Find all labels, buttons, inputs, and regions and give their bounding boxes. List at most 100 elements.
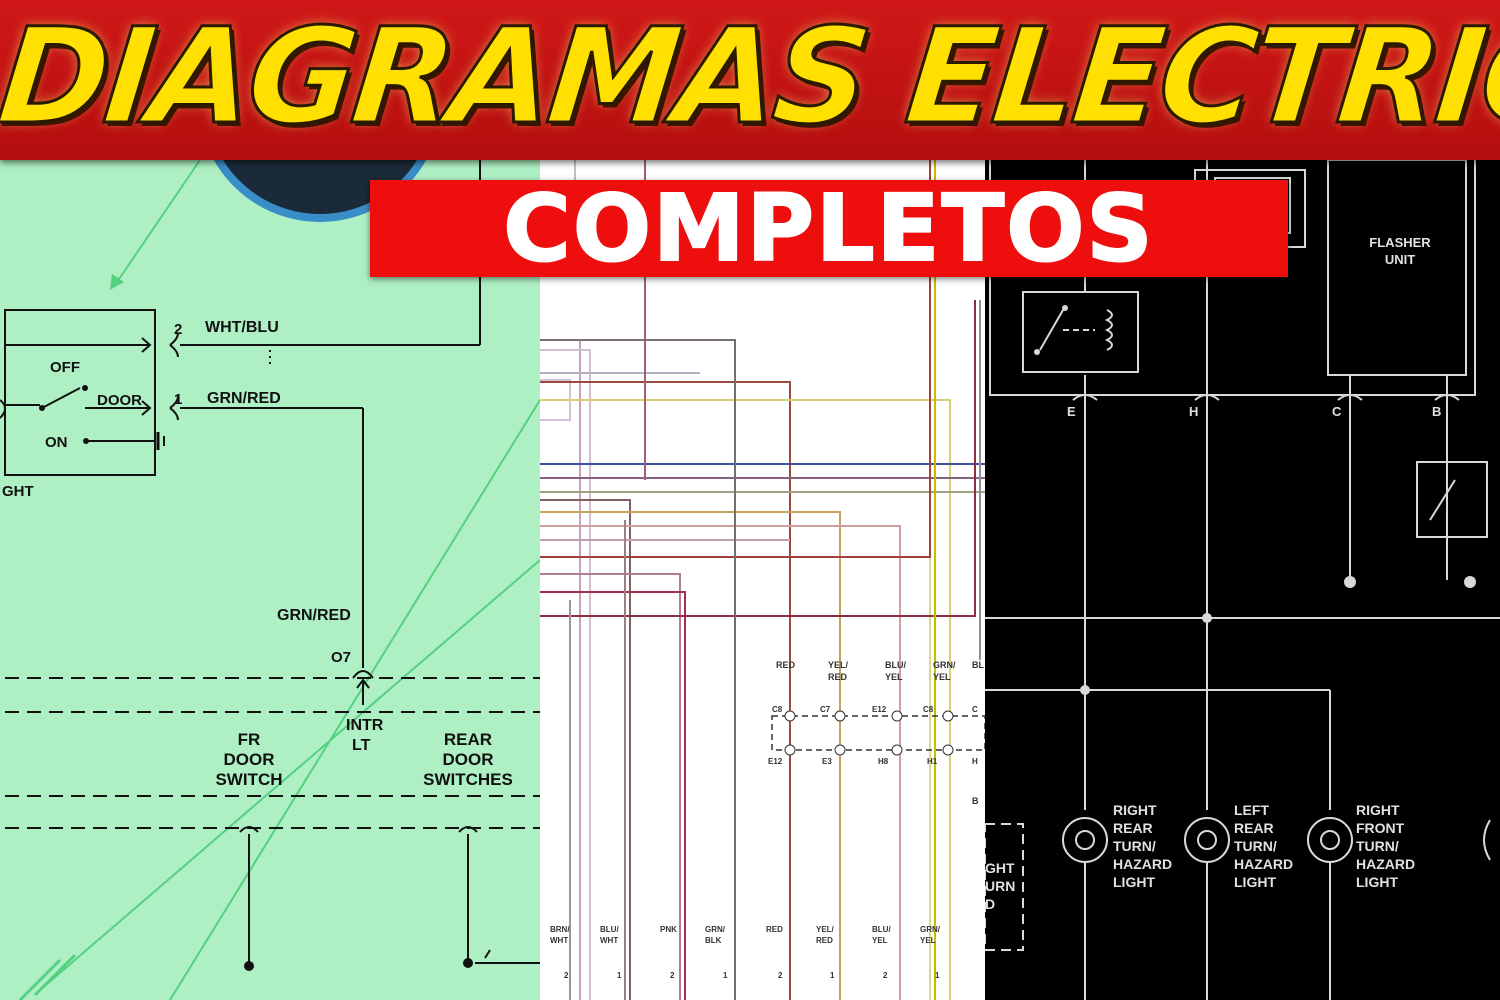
- lamp-icon: [1307, 817, 1353, 863]
- connector-id: C: [1332, 404, 1342, 419]
- wire-label: YEL/: [816, 925, 835, 934]
- connector-id: H: [1189, 404, 1198, 419]
- relay-box: [1022, 291, 1139, 373]
- wire-color-label: WHT/BLU: [205, 319, 279, 336]
- wire-color-label: GRN/RED: [207, 390, 281, 407]
- wire-label: YEL: [920, 936, 936, 945]
- switch-position-label: DOOR: [97, 392, 142, 409]
- wire-bundle: [540, 160, 985, 1000]
- lamp-label: RIGHT: [1113, 802, 1157, 818]
- connector-id: O7: [331, 649, 351, 666]
- lamp-label: LIGHT: [1113, 874, 1155, 890]
- lamp-label: HAZARD: [1356, 856, 1415, 872]
- lamp-label: FRONT: [1356, 820, 1405, 836]
- flasher-unit-box: [1327, 159, 1467, 376]
- switch-position-label: OFF: [50, 359, 80, 376]
- arrow-head: [110, 274, 124, 290]
- pin-id: C: [972, 705, 978, 714]
- component-label: LT: [352, 737, 371, 754]
- pin-number: 1: [935, 971, 940, 980]
- pin-number: 1: [617, 971, 622, 980]
- switch-box: [4, 309, 156, 476]
- lamp-label: LEFT: [1234, 802, 1269, 818]
- lamp-label: LIGHT: [1234, 874, 1276, 890]
- wire-label: YEL: [872, 936, 888, 945]
- wire-label: BRN/: [550, 925, 570, 934]
- pin-id: H: [972, 757, 978, 766]
- connector-id: E: [1067, 404, 1076, 419]
- colored-wiring-panel: RED YEL/ RED BLU/ YEL GRN/ YEL BL C8 C7 …: [540, 0, 985, 1000]
- wire-label: BL: [972, 660, 984, 670]
- wire-color-label: GRN/RED: [277, 607, 351, 624]
- pointer-line: [114, 159, 201, 286]
- lamp-label: RIGHT: [1356, 802, 1400, 818]
- connector-icon: [169, 395, 179, 421]
- wire-label: YEL: [933, 672, 951, 682]
- banner-subtitle: COMPLETOS: [502, 175, 1155, 282]
- connector-pins: [784, 710, 954, 756]
- wire-label: GRN/: [933, 660, 956, 670]
- lamp-label: TURN/: [1356, 838, 1399, 854]
- wire-label: GRN/: [705, 925, 726, 934]
- component-label: SWITCHES: [423, 770, 513, 789]
- connector-pins: [1034, 305, 1476, 695]
- wire-label: PNK: [660, 925, 677, 934]
- pin-number: 2: [564, 971, 569, 980]
- side-marker: B: [972, 796, 979, 806]
- colored-wiring-schematic: RED YEL/ RED BLU/ YEL GRN/ YEL BL C8 C7 …: [540, 160, 985, 1000]
- connector-id: B: [1432, 404, 1441, 419]
- pin-id: E12: [768, 757, 783, 766]
- wire-label: BLU/: [872, 925, 891, 934]
- wire-label: WHT: [550, 936, 568, 945]
- component-label: DOOR: [443, 750, 494, 769]
- component-label: UNIT: [1385, 252, 1415, 267]
- wire-label: RED: [766, 925, 783, 934]
- lamp-label: TURN/: [1234, 838, 1277, 854]
- wire-label: YEL: [885, 672, 903, 682]
- pin-id: C7: [820, 705, 831, 714]
- cut-label: URN: [985, 878, 1015, 894]
- pin-number: 1: [723, 971, 728, 980]
- pin-id: H8: [878, 757, 889, 766]
- lamp-label: HAZARD: [1113, 856, 1172, 872]
- wire-label: RED: [828, 672, 848, 682]
- pin-id: C8: [923, 705, 934, 714]
- banner-title: DIAGRAMAS ELECTRICOS: [0, 0, 1500, 156]
- turn-signal-schematic: FLASHER UNIT E H C B RIGHT REAR TURN/ HA…: [985, 159, 1500, 1000]
- diagonal-line: [39, 559, 540, 991]
- component-label: INTR: [346, 717, 384, 734]
- diagonal-line: [18, 958, 62, 1000]
- lamp-icon: [1184, 817, 1230, 863]
- lamp-label: LIGHT: [1356, 874, 1398, 890]
- diagonal-line: [33, 953, 77, 997]
- cut-label: GHT: [2, 483, 34, 500]
- wire-label: WHT: [600, 936, 618, 945]
- switch-arm: [41, 387, 81, 409]
- turn-signal-schematic-panel: FLASHER UNIT E H C B RIGHT REAR TURN/ HA…: [985, 0, 1500, 1000]
- component-label: FLASHER: [1369, 235, 1431, 250]
- pin-number: 2: [174, 321, 182, 338]
- component-label: SWITCH: [215, 770, 282, 789]
- component-label: FR: [238, 730, 261, 749]
- connector-icon: [169, 332, 179, 358]
- pin-number: 2: [883, 971, 888, 980]
- pin-id: E12: [872, 705, 887, 714]
- pin-number: 2: [670, 971, 675, 980]
- cut-label: GHT: [985, 860, 1015, 876]
- lamp-label: TURN/: [1113, 838, 1156, 854]
- wire-label: RED: [816, 936, 833, 945]
- wire-label: YEL/: [828, 660, 849, 670]
- pin-id: H1: [927, 757, 938, 766]
- wire-label: BLU/: [885, 660, 906, 670]
- title-banner: DIAGRAMAS ELECTRICOS: [0, 0, 1500, 160]
- pin-id: C8: [772, 705, 783, 714]
- wire-label: BLK: [705, 936, 722, 945]
- component-label: REAR: [444, 730, 492, 749]
- pin-number: 1: [830, 971, 835, 980]
- lamp-label: REAR: [1234, 820, 1274, 836]
- diagonal-line: [169, 399, 540, 1000]
- wire-label: RED: [776, 660, 796, 670]
- pin-number: 1: [174, 391, 182, 408]
- component-label: DOOR: [224, 750, 275, 769]
- wire-label: BLU/: [600, 925, 619, 934]
